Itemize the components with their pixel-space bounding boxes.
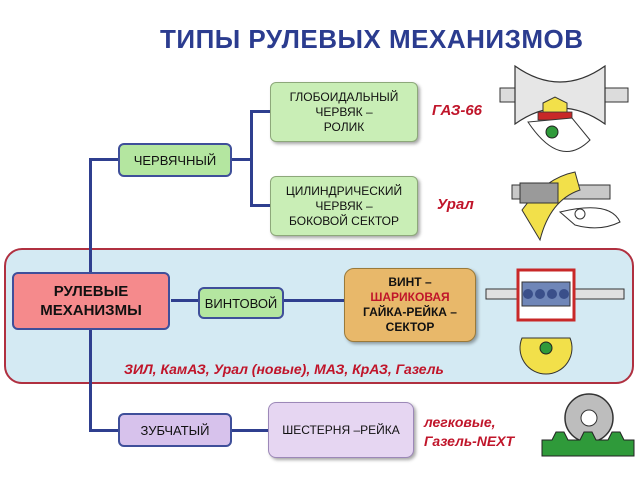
worm-type-label: ЧЕРВЯЧНЫЙ — [133, 152, 217, 168]
cylindrical-application-label: Урал — [437, 196, 474, 213]
pinion-rack-illustration — [541, 393, 635, 457]
gear-type-label: ЗУБЧАТЫЙ — [140, 422, 210, 438]
cylindrical-line-1: ЦИЛИНДРИЧЕСКИЙ — [285, 183, 403, 198]
page-title: ТИПЫ РУЛЕВЫХ МЕХАНИЗМОВ — [160, 24, 584, 54]
root-node: РУЛЕВЫЕ МЕХАНИЗМЫ — [12, 272, 170, 330]
ballnut-line-2: ШАРИКОВАЯ — [370, 290, 450, 304]
globoid-line-2: ЧЕРВЯК – — [315, 104, 373, 119]
cylindrical-worm-sector-node: ЦИЛИНДРИЧЕСКИЙ ЧЕРВЯК – БОКОВОЙ СЕКТОР — [270, 176, 418, 236]
gear-type-node: ЗУБЧАТЫЙ — [118, 413, 232, 447]
globoid-line-1: ГЛОБОИДАЛЬНЫЙ — [289, 89, 399, 104]
globoid-worm-roller-illustration — [499, 64, 629, 153]
globoid-application-label: ГАЗ-66 — [432, 102, 483, 119]
cylindrical-worm-sector-illustration — [511, 171, 621, 242]
ballnut-line-1: ВИНТ – — [388, 275, 432, 289]
screw-type-label: ВИНТОВОЙ — [204, 295, 278, 311]
rack-application-label-2: Газель-NEXT — [424, 433, 515, 449]
globoid-worm-roller-node: ГЛОБОИДАЛЬНЫЙ ЧЕРВЯК – РОЛИК — [270, 82, 418, 142]
ballnut-illustration — [485, 268, 625, 375]
ballnut-line-4: СЕКТОР — [385, 320, 435, 334]
screw-type-node: ВИНТОВОЙ — [198, 287, 284, 319]
ballnut-rack-sector-node: ВИНТ – ШАРИКОВАЯ ГАЙКА-РЕЙКА – СЕКТОР — [344, 268, 476, 342]
globoid-line-3: РОЛИК — [323, 119, 365, 134]
rack-application-label-1: легковые, — [424, 414, 496, 430]
pinion-rack-node: ШЕСТЕРНЯ –РЕЙКА — [268, 402, 414, 458]
cylindrical-line-3: БОКОВОЙ СЕКТОР — [289, 213, 399, 228]
root-label: РУЛЕВЫЕ МЕХАНИЗМЫ — [40, 283, 142, 319]
pinion-rack-label: ШЕСТЕРНЯ –РЕЙКА — [282, 423, 400, 437]
worm-type-node: ЧЕРВЯЧНЫЙ — [118, 143, 232, 177]
cylindrical-line-2: ЧЕРВЯК – — [315, 198, 373, 213]
ballnut-line-3: ГАЙКА-РЕЙКА – — [363, 305, 457, 319]
ballnut-application-label: ЗИЛ, КамАЗ, Урал (новые), МАЗ, КрАЗ, Газ… — [124, 361, 444, 377]
